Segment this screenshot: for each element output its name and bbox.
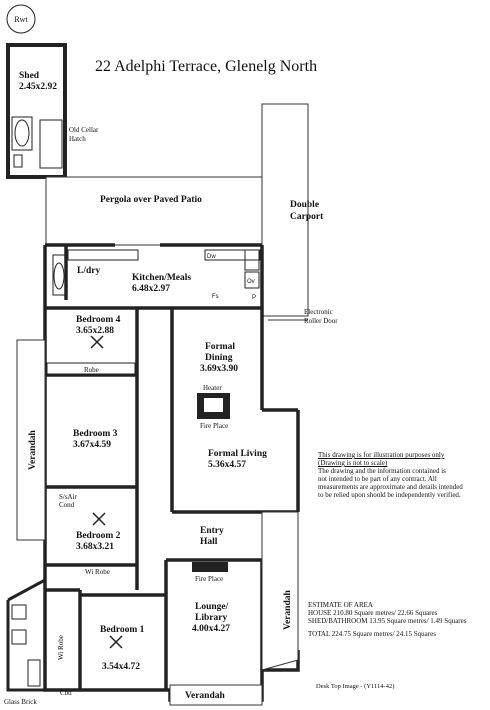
verandah-right-area — [261, 511, 299, 671]
disclaimer-line-3: The drawing and the information containe… — [318, 467, 446, 475]
formal-dining-label-2: Dining — [205, 353, 233, 363]
bedroom4-label: Bedroom 4 — [76, 315, 121, 325]
disclaimer-line-1: This drawing is for illustration purpose… — [318, 451, 445, 459]
lounge-label: Lounge/ — [195, 602, 229, 612]
rwt-badge: Rwt — [6, 4, 36, 34]
formal-dining-label: Formal — [205, 342, 235, 352]
ov-label: Ov — [247, 279, 255, 285]
heater-label: Heater — [203, 384, 222, 392]
verandah-bottom-label: Verandah — [185, 691, 225, 701]
bedroom2-label: Bedroom 2 — [76, 531, 121, 541]
kitchen-label: Kitchen/Meals — [132, 273, 191, 283]
fireplace-icon — [192, 562, 228, 572]
old-cellar-hatch-label: Hatch — [69, 135, 86, 143]
bedroom3-label: Bedroom 3 — [73, 429, 118, 439]
glass-brick-label: Glass Brick — [4, 698, 37, 706]
shed — [6, 43, 67, 179]
disclaimer-line-6: to be relied upon should be independentl… — [318, 491, 461, 499]
estimate-heading: ESTIMATE OF AREA — [308, 601, 373, 609]
bedroom2-dims: 3.68x3.21 — [76, 542, 114, 552]
carport-label: Double — [290, 200, 319, 210]
pergola-label: Pergola over Paved Patio — [100, 195, 202, 205]
bedroom3-dims: 3.67x4.59 — [73, 440, 111, 450]
shed-dims: 2.45x2.92 — [19, 82, 57, 92]
lounge-dims: 4.00x4.27 — [192, 624, 230, 634]
ceiling-fan-icon — [109, 635, 123, 649]
pantry-label: P — [252, 295, 256, 301]
dw-label: Dw — [207, 254, 216, 260]
kitchen-dims: 6.48x2.97 — [132, 284, 170, 294]
roller-door-label-2: Roller Door — [304, 317, 338, 325]
carport-area — [261, 103, 309, 317]
formal-living-dims: 5.36x4.57 — [208, 460, 246, 470]
laundry-label: L/dry — [77, 266, 100, 276]
bedroom4-dims: 3.65x2.88 — [76, 326, 114, 336]
entry-hall-label-2: Hall — [200, 537, 218, 547]
front-bathroom — [6, 577, 47, 692]
formal-dining-dims: 3.69x3.90 — [200, 364, 238, 374]
fireplace-label-2: Fire Place — [195, 575, 223, 583]
house-walls — [43, 243, 300, 702]
disclaimer-line-2: (Drawing is not to scale) — [318, 459, 388, 467]
verandah-left-label: Verandah — [28, 430, 38, 470]
verandah-left-area — [16, 339, 46, 541]
area-estimate: ESTIMATE OF AREA HOUSE 210.80 Square met… — [308, 601, 488, 638]
disclaimer-line-5: measurements are approximate and details… — [318, 483, 463, 491]
sair-cond-label-2: Cond — [59, 501, 75, 509]
fireplace-label: Fire Place — [200, 422, 228, 430]
robe-strip — [46, 362, 136, 375]
disclaimer-note: This drawing is for illustration purpose… — [318, 451, 488, 499]
estimate-shed: SHED/BATHROOM 13.95 Square metres/ 1.49 … — [308, 617, 467, 625]
shed-label: Shed — [19, 71, 40, 81]
verandah-bottom-area — [169, 684, 263, 706]
formal-living-label: Formal Living — [208, 449, 267, 459]
sair-cond-label: S/sAir — [59, 493, 78, 501]
disclaimer-line-4: not intended to be part of any contract.… — [318, 475, 437, 483]
fireplace-icon — [197, 393, 230, 419]
plan-title: 22 Adelphi Terrace, Glenelg North — [95, 58, 317, 75]
roller-door-label: Electronic — [304, 308, 333, 316]
verandah-right-label: Verandah — [283, 590, 293, 630]
ceiling-fan-icon — [90, 335, 104, 349]
badge-text: Rwt — [14, 15, 28, 24]
bedroom1-label: Bedroom 1 — [100, 625, 145, 635]
cbd-label: Cbd — [60, 689, 72, 697]
library-label: Library — [195, 613, 227, 623]
estimate-total: TOTAL 224.75 Square metres/ 24.15 Square… — [308, 630, 436, 638]
fs-label: Fs — [212, 294, 219, 300]
carport-label-2: Carport — [290, 212, 324, 222]
robe-label: Robe — [84, 366, 99, 374]
kitchen-fixtures — [52, 249, 261, 296]
old-cellar-label: Old Cellar — [69, 126, 99, 134]
estimate-house: HOUSE 210.80 Square metres/ 22.66 Square… — [308, 609, 438, 617]
wi-robe-label: Wi Robe — [85, 568, 110, 576]
entry-hall-label: Entry — [200, 526, 224, 536]
pergola-area — [45, 176, 263, 246]
ceiling-fan-icon — [92, 512, 106, 526]
bedroom1-dims: 3.54x4.72 — [102, 662, 140, 672]
footer-credit: Desk Top Image - (Y1114-42) — [316, 683, 395, 690]
wi-robe-label-2: Wi Robe — [57, 635, 65, 660]
